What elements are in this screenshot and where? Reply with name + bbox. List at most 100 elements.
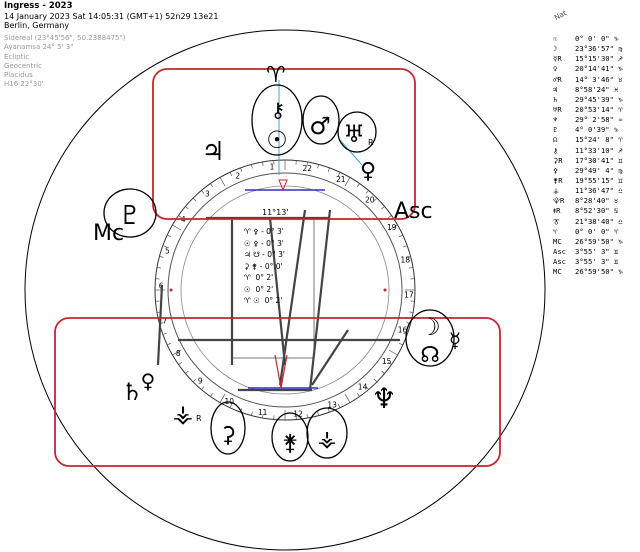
degree-tick bbox=[337, 172, 341, 176]
degree-tick bbox=[388, 349, 398, 356]
degree-tick bbox=[403, 245, 408, 248]
planet-symbol: ♅R bbox=[553, 104, 562, 114]
planet-position: 19°55'15" ♊ bbox=[575, 175, 623, 185]
chiron-circle[interactable] bbox=[302, 95, 340, 145]
degree-tick bbox=[162, 245, 167, 248]
node-glyph: ☊ bbox=[420, 343, 440, 368]
degree-tick bbox=[251, 164, 253, 169]
planet-symbol: ☉ bbox=[553, 34, 558, 43]
chart-header: Ingress - 2023 14 January 2023 Sat 14:05… bbox=[4, 1, 218, 31]
planet-position: 14° 3'46" ♉ bbox=[575, 74, 623, 84]
degree-tick bbox=[306, 161, 308, 166]
planet-position: 21°38'40" ♎ bbox=[575, 216, 623, 226]
degree-tick bbox=[409, 267, 414, 269]
ceres-circle[interactable] bbox=[210, 401, 246, 455]
house-number: 17 bbox=[404, 291, 414, 300]
degree-tick bbox=[162, 332, 167, 335]
vertex-glyph: ⚶ bbox=[173, 400, 193, 428]
house-number: 10 bbox=[224, 397, 234, 406]
planet-list-row: ⚴29°49' 4" ♍ bbox=[553, 166, 623, 176]
planet-symbol: ⚵R bbox=[553, 175, 563, 185]
house-number: 5 bbox=[165, 247, 170, 256]
planet-position: 29°45'39" ♑ bbox=[575, 94, 623, 104]
planet-position: 20°53'14" ♈ bbox=[575, 104, 623, 114]
planet-list-row: ♃8°58'24" ♓ bbox=[553, 85, 623, 95]
chart-title: Ingress - 2023 bbox=[4, 1, 73, 11]
degree-tick bbox=[185, 206, 189, 210]
degree-tick bbox=[409, 311, 414, 313]
degree-tick bbox=[240, 167, 243, 172]
degree-tick bbox=[178, 361, 182, 365]
house-number: 8 bbox=[176, 349, 181, 358]
degree-tick bbox=[219, 393, 226, 403]
house-number: 3 bbox=[205, 189, 210, 198]
degree-tick bbox=[365, 386, 369, 390]
house-number: 13 bbox=[327, 401, 337, 410]
vesta-glyph: ⚶ bbox=[318, 427, 337, 452]
planet-position: 11°33'10" ♐ bbox=[575, 145, 623, 155]
mc-label: Mc bbox=[93, 221, 124, 246]
planet-list-row: ⚵R 19°55'15" ♊ bbox=[553, 176, 623, 186]
setting-ayanamsa: Ayanamsa 24° 5' 3" bbox=[4, 43, 74, 52]
vesta-circle[interactable] bbox=[306, 407, 348, 459]
planet-symbol: ☊ bbox=[553, 135, 558, 145]
red-dot-left bbox=[169, 288, 173, 292]
pluto-circle[interactable] bbox=[103, 188, 157, 238]
planet-position: 0° 0' 0" ♈ bbox=[575, 226, 619, 236]
planet-list-row: ⯔21°38'40" ♎ bbox=[553, 217, 623, 227]
saturn-glyph: ♄ bbox=[121, 378, 143, 406]
planet-position: 20°14'41" ♑ bbox=[575, 64, 623, 74]
house-number: 15 bbox=[382, 357, 392, 366]
degree-tick bbox=[365, 190, 369, 194]
house-number: 11 bbox=[258, 408, 268, 417]
chiron-glyph: ⚷ bbox=[271, 98, 286, 122]
planet-position: 15°15'30" ♐ bbox=[575, 54, 623, 64]
setting-harmonic: H16 22°30' bbox=[4, 80, 44, 89]
aspect-table-row: ♈ 0° 2' bbox=[244, 273, 274, 282]
setting-house-system: Placidus bbox=[4, 71, 33, 80]
juno-circle[interactable] bbox=[271, 412, 309, 462]
moon-circle[interactable] bbox=[405, 309, 455, 367]
outer-circle bbox=[24, 29, 546, 551]
uranus-glyph: ♅ bbox=[343, 120, 365, 148]
planet-list-row: ☽23°36'57" ♍ bbox=[553, 44, 623, 54]
planet-symbol: ☽ bbox=[553, 44, 558, 54]
planet-list-row: ☉ 0° 0' 0" ♑ bbox=[553, 34, 623, 44]
degree-tick bbox=[262, 414, 264, 419]
degree-tick bbox=[210, 393, 214, 397]
highlight-box-top bbox=[152, 68, 416, 220]
planet-list-row: ☊ 15°24' 8" ♈ bbox=[553, 135, 623, 145]
setting-zodiac: Sidereal (23°45'56", 50.2388475") bbox=[4, 34, 126, 42]
degree-tick bbox=[201, 190, 205, 194]
aspect-table-row: ♈ ⚴ - 0° 3' bbox=[244, 227, 284, 236]
neptune-glyph: ♆ bbox=[371, 382, 396, 415]
degree-tick bbox=[317, 411, 319, 416]
uranus-circle[interactable] bbox=[337, 111, 377, 153]
house-number: 1 bbox=[270, 163, 275, 172]
degree-tick bbox=[159, 256, 164, 258]
planet-position: 15°24' 8" ♈ bbox=[575, 135, 623, 145]
center-angle: 11°13' bbox=[262, 208, 289, 217]
house-number: 21 bbox=[336, 175, 346, 184]
planet-symbol: ⯓R bbox=[553, 196, 565, 206]
house-number: 20 bbox=[365, 195, 375, 204]
planet-position: 0° 0' 0" ♑ bbox=[575, 34, 619, 43]
degree-tick bbox=[388, 361, 392, 365]
house-number: 18 bbox=[400, 256, 410, 265]
juno-glyph: ⚵ bbox=[282, 431, 298, 456]
degree-tick bbox=[356, 393, 360, 397]
sun-saturn-circle[interactable] bbox=[251, 84, 303, 156]
planet-symbol: ♆ bbox=[553, 115, 558, 125]
planet-position: 3°55' 3" ♊ bbox=[575, 257, 619, 267]
asc-label: Asc bbox=[394, 199, 433, 224]
degree-tick bbox=[185, 370, 189, 374]
house-number: 16 bbox=[398, 325, 408, 334]
planet-list-row: ⚷11°33'10" ♐ bbox=[553, 146, 623, 156]
degree-tick bbox=[178, 215, 182, 219]
aspect-table-row: ⚳ ⚵ - 0° 0' bbox=[244, 261, 283, 271]
